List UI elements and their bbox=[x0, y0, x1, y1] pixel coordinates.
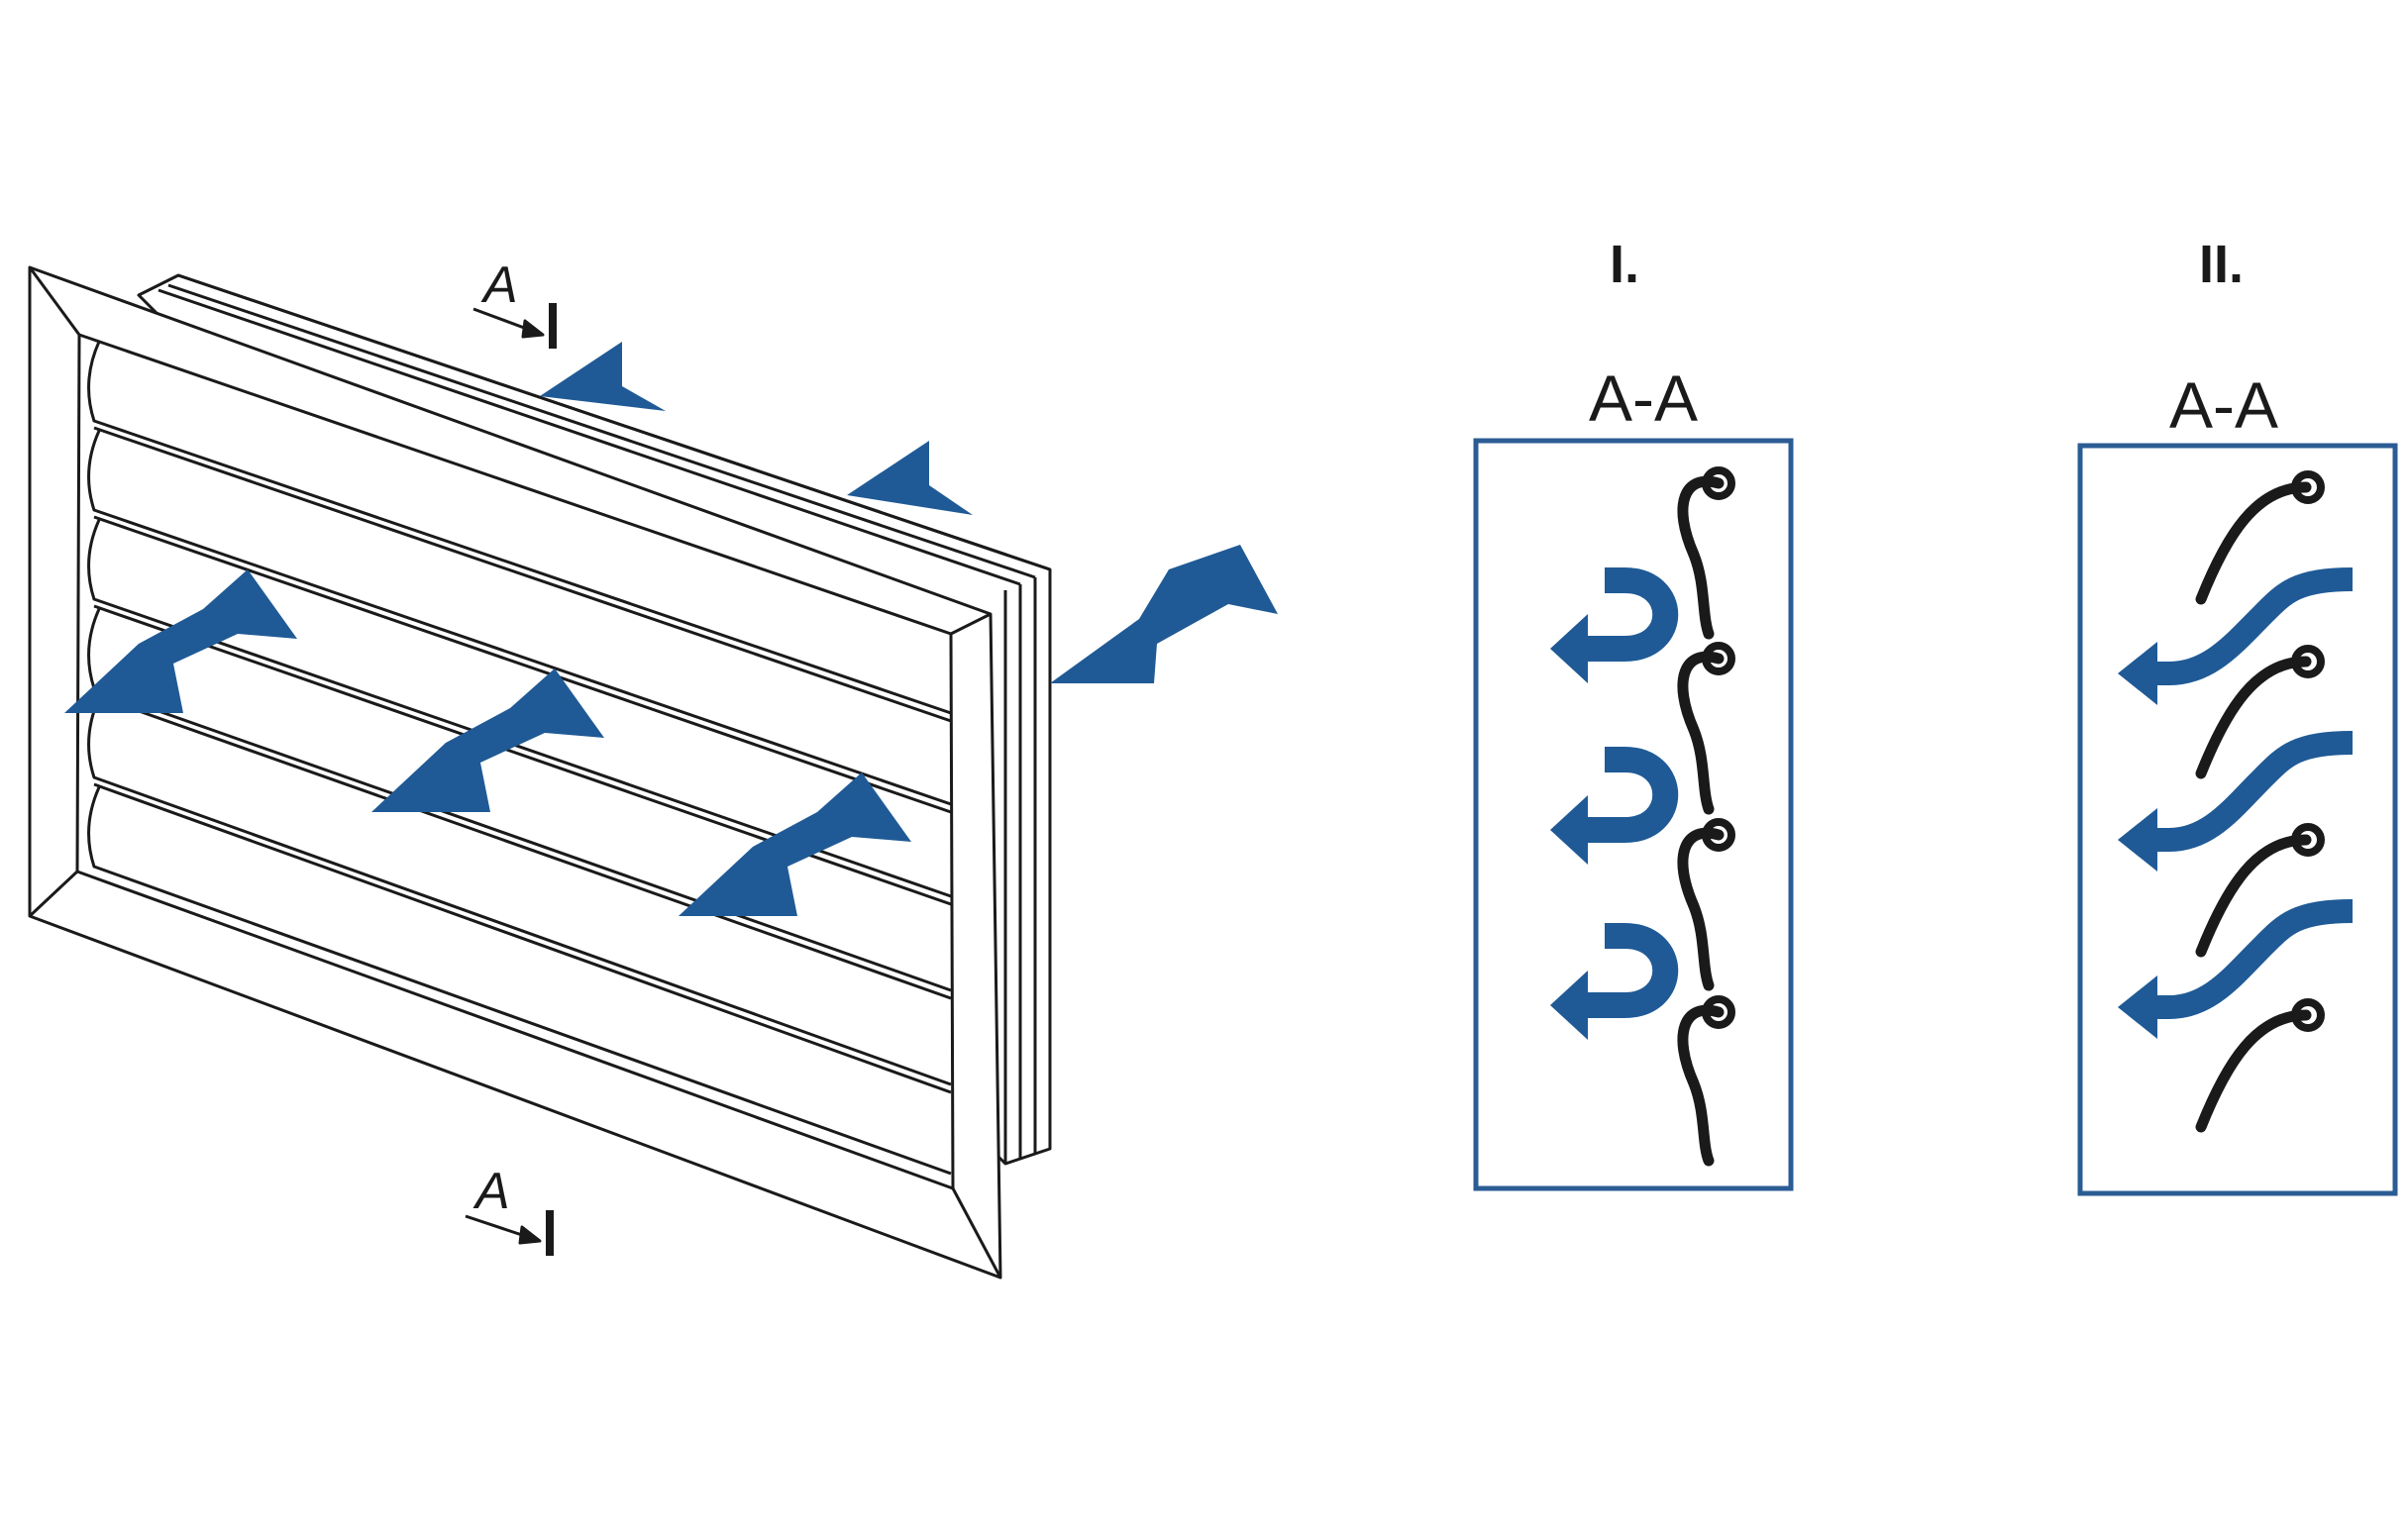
panel-closed-section bbox=[1473, 438, 1794, 1191]
airflow-arrow-top-2 bbox=[847, 441, 973, 515]
panel-closed-section-title: A-A bbox=[1589, 361, 1698, 435]
airflow-arrow-top-1 bbox=[540, 342, 666, 411]
airflow-arrow-exit-3 bbox=[679, 772, 911, 916]
open-through-arrow-3 bbox=[2118, 899, 2354, 1039]
panel-closed-frame bbox=[1473, 438, 1794, 1191]
airflow-arrow-exit-2 bbox=[371, 668, 604, 812]
airflow-arrow-right-inlet bbox=[1050, 545, 1278, 683]
open-blade-4 bbox=[2195, 998, 2325, 1133]
louvred-grille-drawing bbox=[28, 265, 1052, 1280]
open-blade-2 bbox=[2195, 645, 2325, 779]
section-cut-marker-top bbox=[472, 303, 557, 349]
closed-blade-3 bbox=[1677, 818, 1735, 991]
grille-front-frame bbox=[28, 265, 1002, 1280]
closed-return-arrow-1 bbox=[1550, 567, 1679, 683]
open-louvre-blades bbox=[2195, 470, 2325, 1133]
closed-louvre-blades bbox=[1677, 466, 1735, 1167]
closed-blade-1 bbox=[1677, 466, 1735, 640]
closed-return-arrow-3 bbox=[1550, 923, 1679, 1040]
closed-airflow-u-arrows bbox=[1550, 567, 1679, 1040]
panel-open-frame bbox=[2077, 443, 2398, 1196]
closed-return-arrow-2 bbox=[1550, 747, 1679, 865]
panel-open-label: II. bbox=[2199, 235, 2244, 294]
airflow-arrow-exit-1 bbox=[64, 569, 297, 713]
open-airflow-through-arrows bbox=[2118, 567, 2354, 1039]
section-marker-top-letter: A bbox=[480, 257, 518, 314]
section-marker-bottom-letter: A bbox=[472, 1163, 510, 1220]
closed-blade-4 bbox=[1677, 995, 1735, 1167]
closed-blade-2 bbox=[1677, 642, 1735, 815]
open-blade-3 bbox=[2195, 823, 2325, 958]
panel-closed-label: I. bbox=[1610, 235, 1639, 294]
open-through-arrow-1 bbox=[2118, 567, 2354, 705]
panel-open-section-title: A-A bbox=[2169, 368, 2278, 442]
grille-airflow-arrows bbox=[64, 342, 1278, 916]
open-blade-1 bbox=[2195, 470, 2325, 605]
panel-open-section bbox=[2077, 443, 2398, 1196]
section-cut-marker-bottom bbox=[465, 1210, 554, 1256]
open-through-arrow-2 bbox=[2118, 731, 2354, 872]
